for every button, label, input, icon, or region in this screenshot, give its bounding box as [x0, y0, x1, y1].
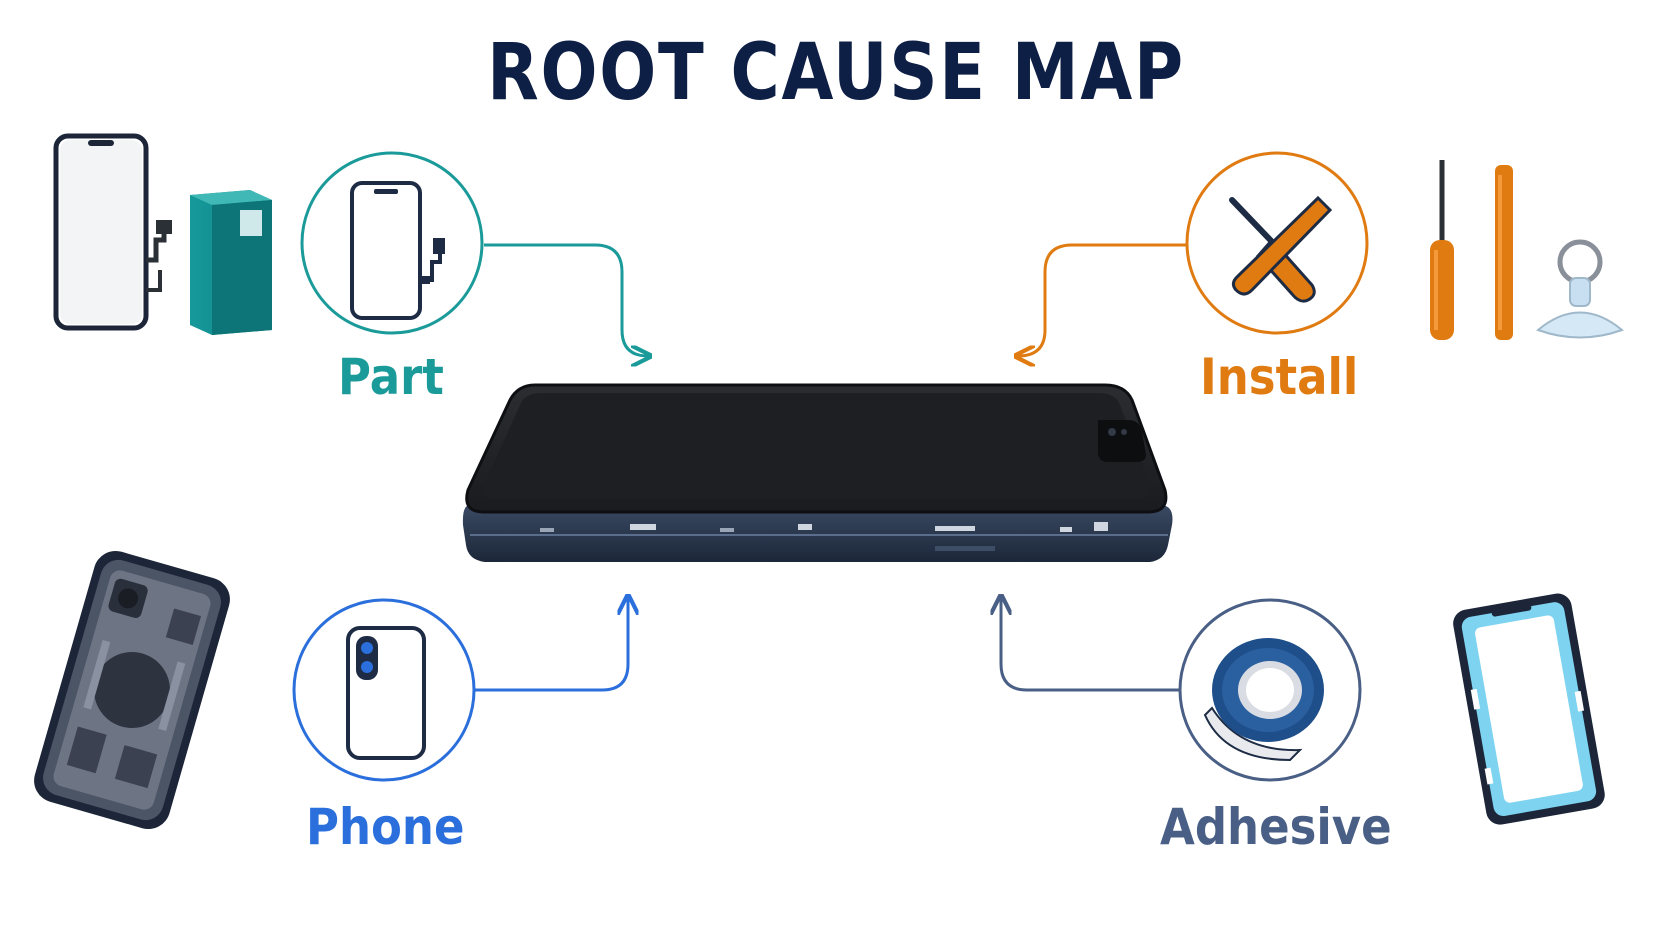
- repair-tools-photo: [1430, 160, 1624, 340]
- phone-node: [292, 598, 476, 782]
- adhesive-frame-photo: [1453, 593, 1605, 825]
- adhesive-node: [1178, 598, 1362, 782]
- install-node: [1185, 151, 1369, 335]
- adhesive-tape-roll-icon: [1203, 638, 1324, 762]
- part-label: Part: [338, 348, 444, 406]
- phone-connector-arrow: [474, 598, 628, 692]
- install-label: Install: [1200, 348, 1359, 406]
- phone-label: Phone: [306, 798, 465, 856]
- screwdriver-spudger-icon: [1229, 195, 1333, 303]
- phone-back-icon: [346, 626, 426, 760]
- adhesive-label: Adhesive: [1160, 798, 1392, 856]
- part-circle: [300, 151, 484, 335]
- screen-flex-icon: [350, 181, 445, 320]
- install-connector-arrow: [1018, 243, 1187, 356]
- replacement-screen-box-photo: [53, 133, 272, 335]
- phone-housing-photo: [34, 550, 230, 830]
- adhesive-connector-arrow: [1001, 598, 1180, 692]
- page-title: ROOT CAUSE MAP: [487, 28, 1185, 118]
- part-connector-arrow: [484, 243, 648, 356]
- center-phone-photo: [462, 383, 1173, 562]
- phone-circle: [292, 598, 476, 782]
- part-node: [300, 151, 484, 335]
